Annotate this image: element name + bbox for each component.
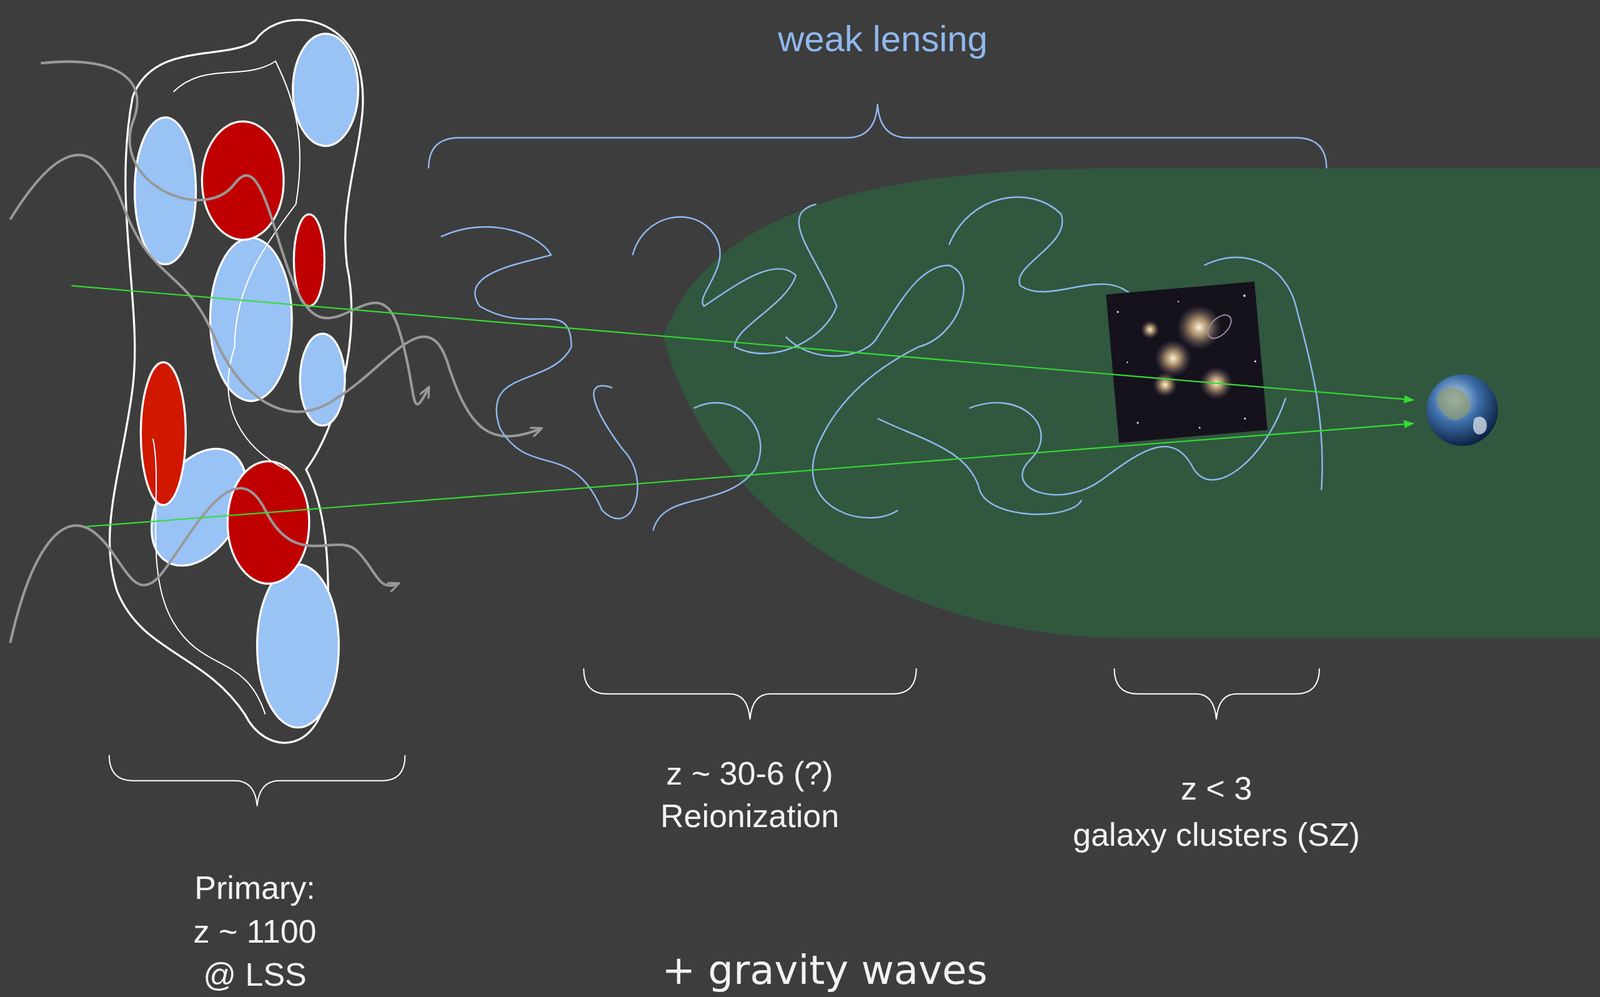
brace-label: weak lensing xyxy=(777,20,988,57)
epoch-label: @ LSS xyxy=(203,958,307,991)
epoch-label: Primary: xyxy=(194,871,316,905)
epoch-label: Reionization xyxy=(660,799,840,833)
cmb-contours xyxy=(153,61,300,715)
brace xyxy=(428,104,1327,169)
cmb-spots xyxy=(109,19,363,743)
epoch-label: z ~ 30-6 (?) xyxy=(665,757,833,790)
earth xyxy=(1426,374,1498,447)
galaxy-cluster-image xyxy=(1105,281,1268,443)
epoch-label: galaxy clusters (SZ) xyxy=(1072,818,1360,851)
epoch-label: z < 3 xyxy=(1180,772,1253,805)
note: + gravity waves xyxy=(661,950,988,991)
epoch-label: z ~ 1100 xyxy=(193,915,317,948)
structure-squiggles xyxy=(441,196,1323,531)
photon-paths xyxy=(9,61,541,644)
light-rays xyxy=(71,285,1414,527)
